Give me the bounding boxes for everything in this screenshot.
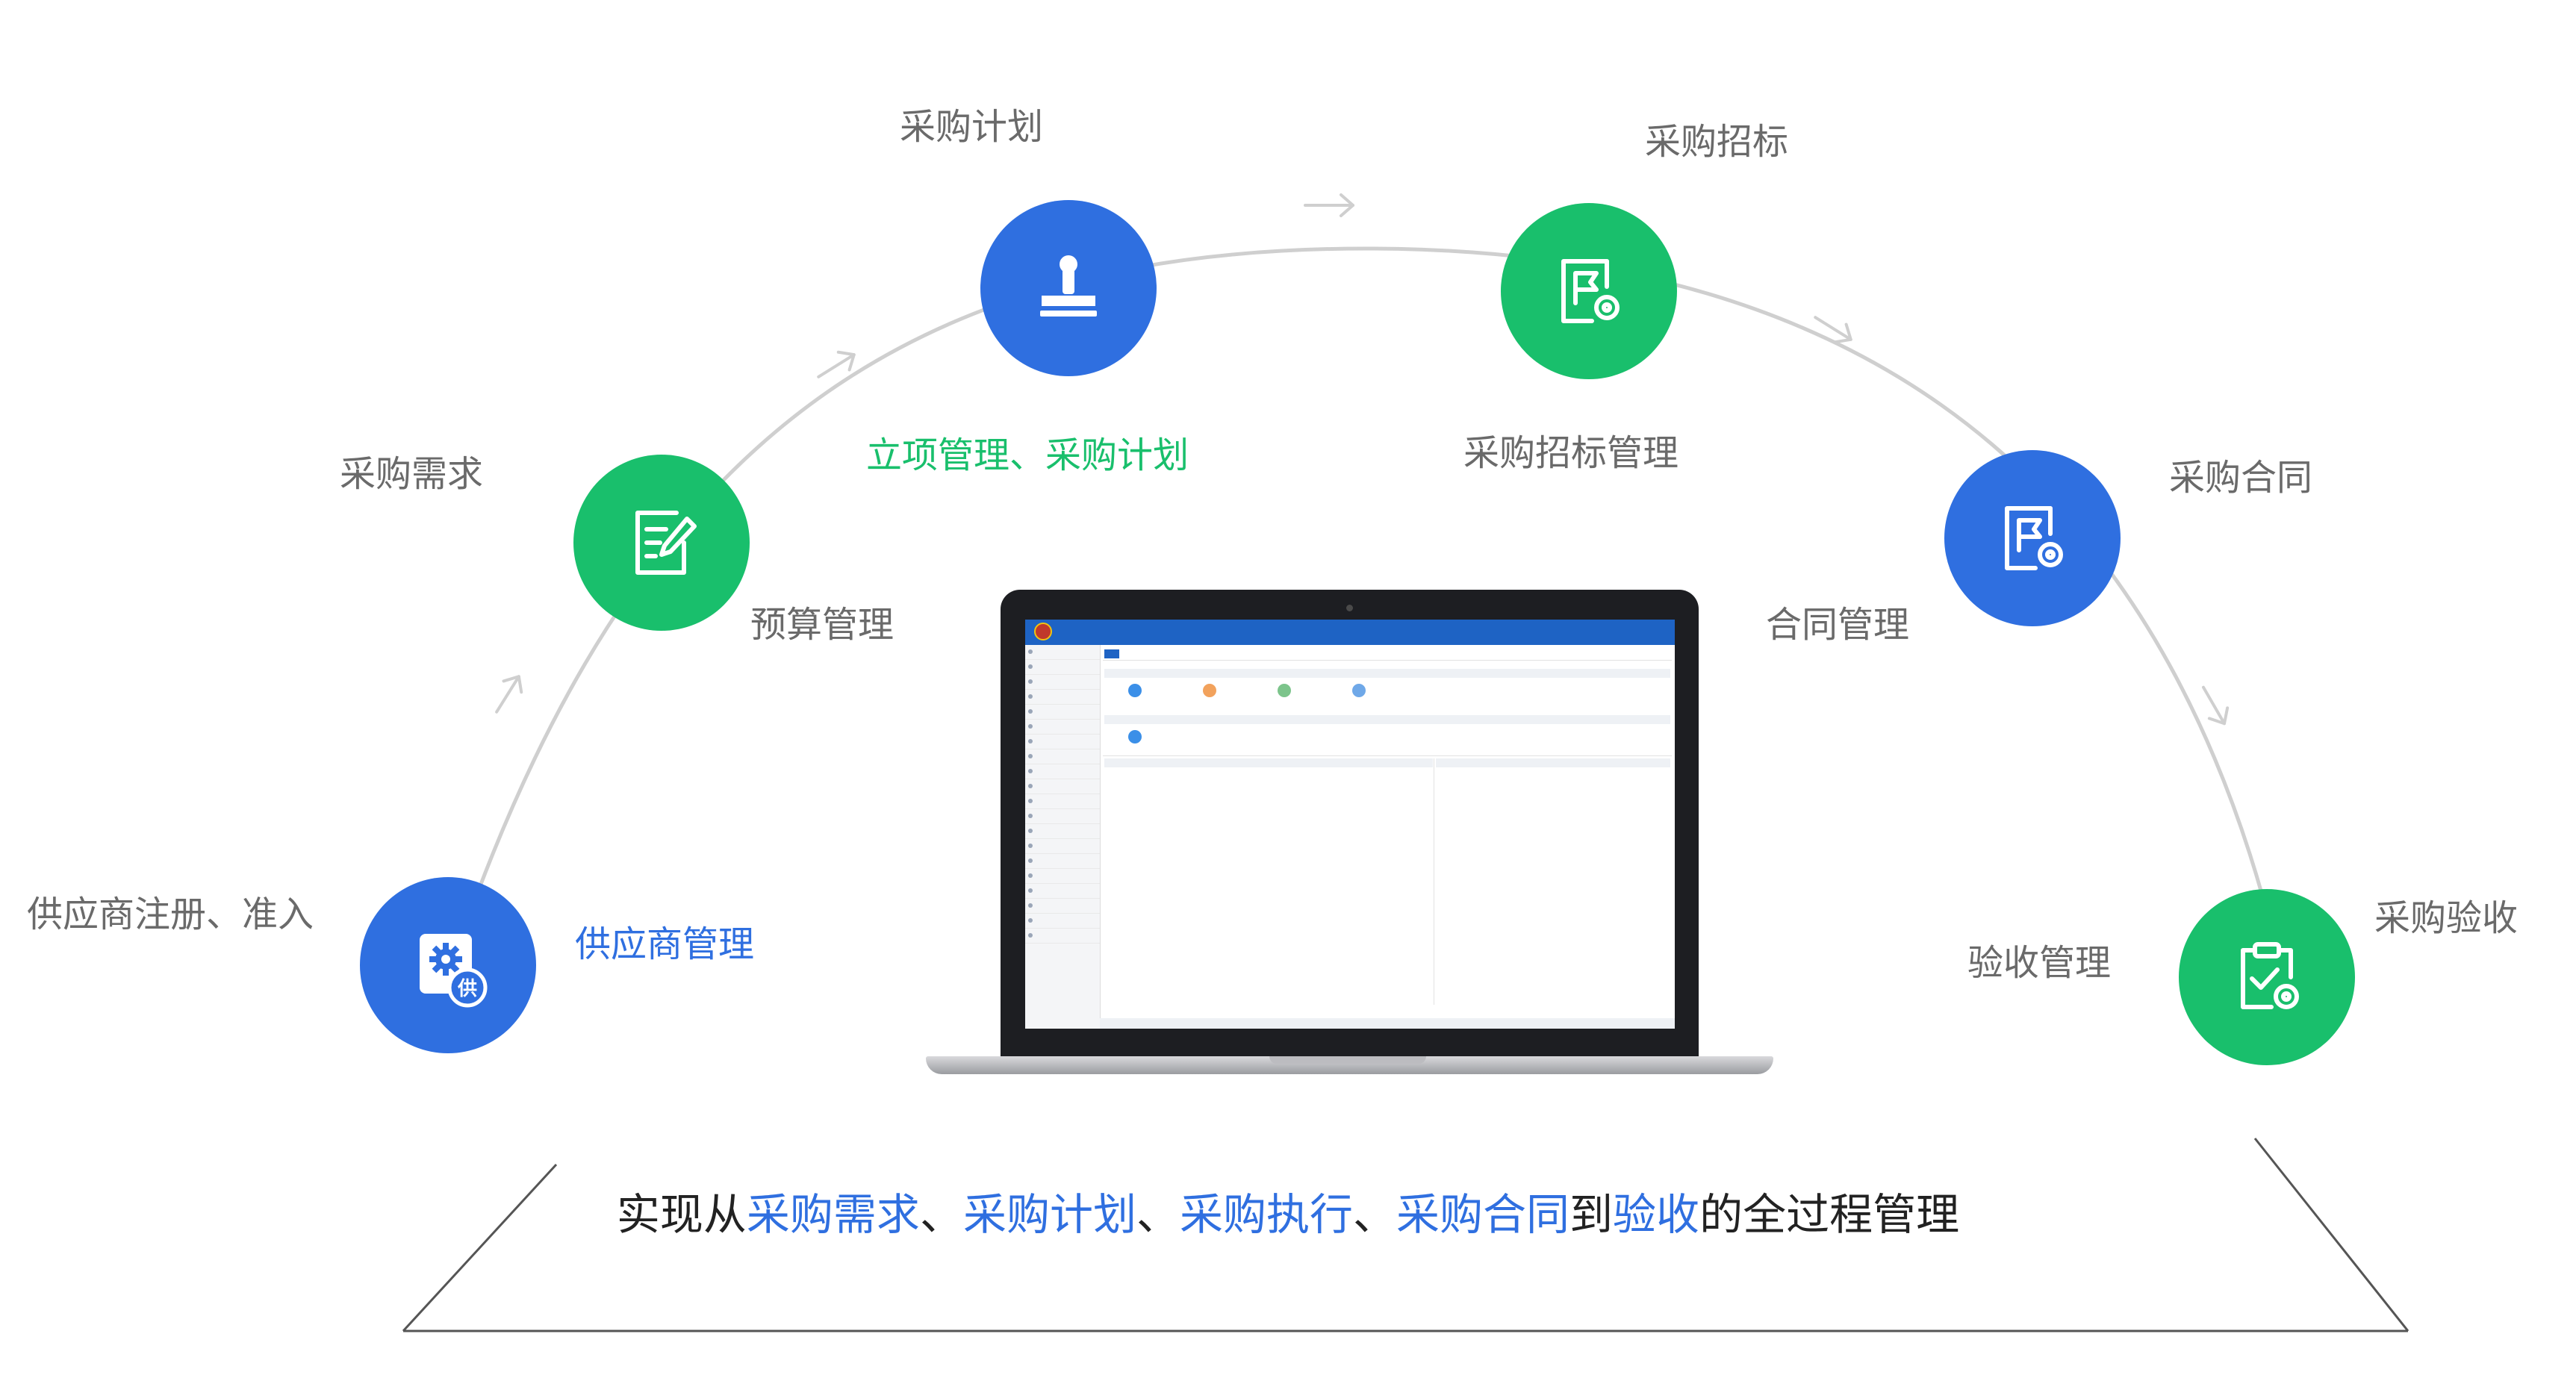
budget-node bbox=[573, 455, 750, 631]
sidebar-item bbox=[1025, 824, 1100, 839]
sidebar-item bbox=[1025, 869, 1100, 884]
edit-document-icon bbox=[635, 511, 697, 575]
stage-acceptance: 采购验收 bbox=[2374, 897, 2519, 939]
arrow-icon bbox=[817, 350, 856, 378]
section-bar bbox=[1104, 715, 1670, 724]
stage-supplier-register: 供应商注册、准入 bbox=[27, 894, 314, 935]
summary-acceptance: 验收 bbox=[1613, 1189, 1700, 1240]
trapezoid-frame bbox=[402, 1138, 2409, 1332]
supplier-node: 供 bbox=[360, 877, 536, 1053]
table-header bbox=[1436, 758, 1670, 767]
sidebar-item bbox=[1025, 899, 1100, 914]
sidebar-item bbox=[1025, 645, 1100, 660]
summary-text: 实现从采购需求、采购计划、采购执行、采购合同到验收的全过程管理 bbox=[0, 1179, 2576, 1242]
divider bbox=[1103, 660, 1672, 661]
flag-document-icon bbox=[2005, 506, 2063, 570]
app-shortcut-icon bbox=[1128, 730, 1142, 743]
module-budget: 预算管理 bbox=[750, 604, 895, 646]
summary-demand: 采购需求 bbox=[746, 1189, 920, 1240]
sidebar-item bbox=[1025, 884, 1100, 899]
app-logo bbox=[1034, 623, 1052, 640]
summary-separator: 、 bbox=[919, 1189, 963, 1240]
arrow-icon bbox=[1304, 193, 1354, 217]
stage-demand: 采购需求 bbox=[340, 453, 484, 495]
arrow-icon bbox=[495, 675, 523, 714]
summary-contract: 采购合同 bbox=[1396, 1189, 1570, 1240]
acceptance-node bbox=[2179, 889, 2355, 1065]
summary-separator: 、 bbox=[1136, 1189, 1180, 1240]
section-bar bbox=[1104, 669, 1670, 678]
sidebar-item bbox=[1025, 914, 1100, 929]
divider bbox=[1103, 755, 1672, 756]
laptop-notch bbox=[1269, 1056, 1426, 1064]
flag-document-icon bbox=[1561, 259, 1620, 323]
module-supplier: 供应商管理 bbox=[575, 923, 755, 965]
bidding-node bbox=[1501, 203, 1677, 379]
app-shortcut-icon bbox=[1278, 684, 1291, 697]
stage-plan: 采购计划 bbox=[900, 106, 1044, 148]
table-header bbox=[1104, 758, 1433, 767]
sidebar-item bbox=[1025, 794, 1100, 809]
sidebar-item bbox=[1025, 720, 1100, 735]
arrow-icon bbox=[1814, 316, 1852, 344]
contract-node bbox=[1944, 450, 2121, 626]
module-contract: 合同管理 bbox=[1766, 604, 1910, 646]
sidebar-item bbox=[1025, 839, 1100, 854]
summary-execute: 采购执行 bbox=[1179, 1189, 1353, 1240]
summary-separator: 、 bbox=[1353, 1189, 1397, 1240]
summary-to: 到 bbox=[1569, 1189, 1614, 1240]
flow-arrows bbox=[495, 193, 2230, 726]
sidebar-item bbox=[1025, 690, 1100, 705]
module-bidding: 采购招标管理 bbox=[1463, 432, 1679, 474]
summary-prefix: 实现从 bbox=[616, 1189, 747, 1240]
sidebar-item bbox=[1025, 705, 1100, 720]
sidebar-item bbox=[1025, 779, 1100, 794]
laptop-screen bbox=[1025, 620, 1675, 1029]
summary-suffix: 的全过程管理 bbox=[1699, 1189, 1960, 1240]
clipboard-check-icon bbox=[2241, 942, 2299, 1009]
plan-node bbox=[980, 200, 1157, 376]
stamp-icon bbox=[1040, 255, 1097, 317]
supplier-gear-icon: 供 bbox=[420, 934, 488, 1008]
laptop-camera bbox=[1346, 605, 1353, 611]
sidebar-item bbox=[1025, 764, 1100, 779]
app-footer bbox=[1100, 1018, 1675, 1029]
supplier-badge-text: 供 bbox=[457, 978, 477, 1000]
arrow-icon bbox=[2202, 685, 2230, 726]
app-sidebar bbox=[1025, 645, 1101, 1029]
sidebar-item bbox=[1025, 660, 1100, 675]
sidebar-item bbox=[1025, 735, 1100, 749]
app-tab bbox=[1104, 649, 1119, 658]
sidebar-item bbox=[1025, 809, 1100, 824]
app-shortcut-icon bbox=[1203, 684, 1216, 697]
module-project-plan: 立项管理、采购计划 bbox=[866, 434, 1189, 476]
sidebar-item bbox=[1025, 929, 1100, 944]
app-shortcut-icon bbox=[1128, 684, 1142, 697]
summary-plan: 采购计划 bbox=[962, 1189, 1136, 1240]
sidebar-item bbox=[1025, 854, 1100, 869]
app-shortcut-icon bbox=[1352, 684, 1366, 697]
app-header bbox=[1025, 620, 1675, 645]
stage-bidding: 采购招标 bbox=[1645, 121, 1789, 163]
sidebar-item bbox=[1025, 749, 1100, 764]
module-acceptance: 验收管理 bbox=[1967, 942, 2112, 984]
sidebar-item bbox=[1025, 675, 1100, 690]
stage-contract: 采购合同 bbox=[2169, 457, 2313, 499]
